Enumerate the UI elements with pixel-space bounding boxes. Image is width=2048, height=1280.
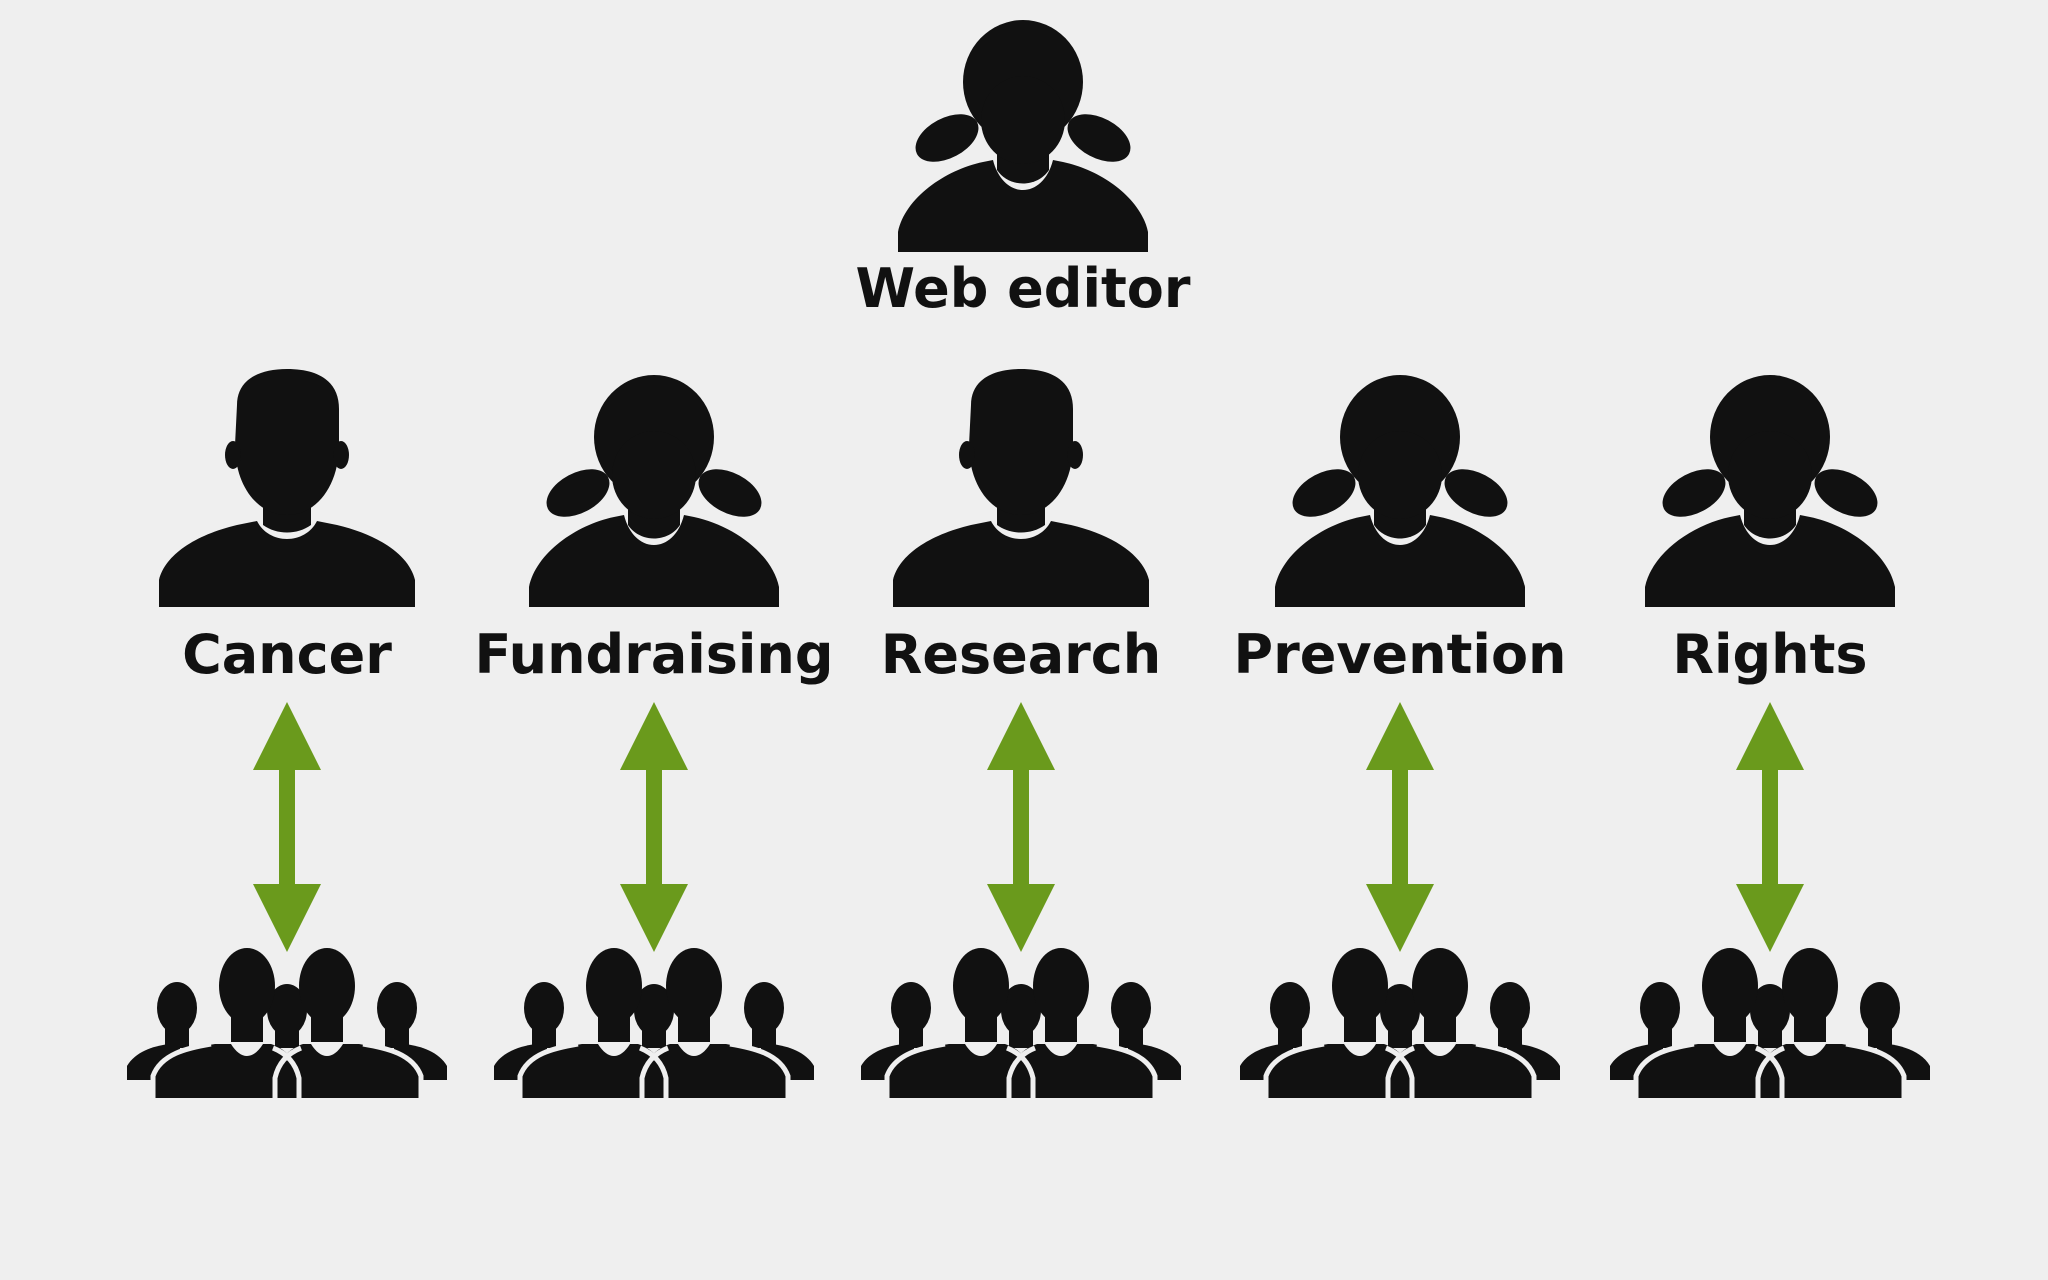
role-4-female-user-icon [1275,375,1525,607]
role-2-female-user-icon [529,375,779,607]
role-4-double-arrow-icon [1366,702,1434,952]
role-4-user-group-icon [1240,948,1560,1100]
role-5-female-user-icon [1645,375,1895,607]
role-1-male-user-icon [159,369,415,607]
role-label-research: Research [880,623,1162,686]
top-node-label: Web editor [855,257,1191,320]
top-node-female-user-icon [898,20,1148,252]
role-2-double-arrow-icon [620,702,688,952]
role-3-male-user-icon [893,369,1149,607]
role-label-fundraising: Fundraising [474,623,834,686]
role-label-rights: Rights [1672,623,1868,686]
role-5-double-arrow-icon [1736,702,1804,952]
role-label-prevention: Prevention [1233,623,1567,686]
role-1-double-arrow-icon [253,702,321,952]
role-label-cancer: Cancer [182,623,392,686]
role-3-user-group-icon [861,948,1181,1100]
role-5-user-group-icon [1610,948,1930,1100]
role-3-double-arrow-icon [987,702,1055,952]
role-2-user-group-icon [494,948,814,1100]
role-1-user-group-icon [127,948,447,1100]
